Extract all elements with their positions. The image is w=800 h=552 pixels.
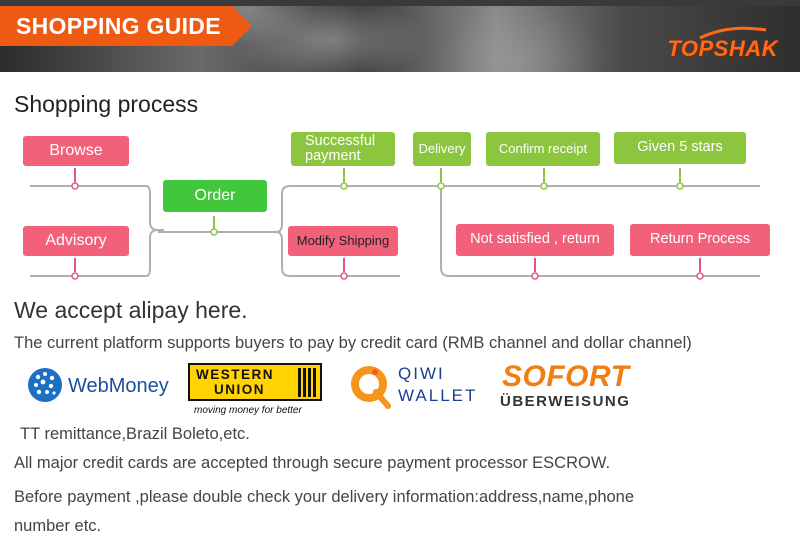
process-heading: Shopping process [14, 91, 199, 117]
before-payment-line2: number etc. [14, 517, 102, 535]
process-flow-diagram: Browse Advisory Order Successful payment… [0, 120, 800, 290]
step-advisory: Advisory [23, 226, 129, 256]
step-advisory-label: Advisory [45, 231, 107, 249]
step-successful-payment: Successful payment [291, 132, 395, 166]
western-union-box: WESTERN UNION [188, 363, 322, 401]
step-return-process: Return Process [630, 224, 770, 256]
webmoney-text: WebMoney [68, 375, 169, 397]
step-order: Order [163, 180, 267, 212]
qiwi-line1: QIWI [398, 364, 445, 383]
webmoney-globe-icon [28, 368, 62, 402]
banner-top-strip [0, 0, 800, 6]
payment-logos: WebMoney WESTERN UNION moving money for … [0, 358, 800, 420]
qiwi-icon [351, 366, 391, 409]
qiwi-line2: WALLET [398, 386, 478, 405]
step-successful-label-line1: Successful [305, 132, 376, 149]
alipay-heading: We accept alipay here. [14, 297, 248, 323]
shopping-guide-title: SHOPPING GUIDE [16, 13, 221, 39]
western-union-logo: WESTERN UNION moving money for better [188, 363, 324, 421]
header-banner: SHOPPING GUIDE TOPSHAK [0, 0, 800, 72]
qiwi-wallet-logo: QIWI WALLET [348, 362, 478, 414]
step-delivery-label: Delivery [418, 141, 466, 157]
step-stars-label: Given 5 stars [637, 139, 723, 156]
wu-line1: WESTERN [196, 367, 274, 382]
step-confirm-receipt: Confirm receipt [486, 132, 600, 166]
step-successful-label-line2: payment [305, 148, 361, 164]
platform-description: The current platform supports buyers to … [14, 334, 692, 352]
sofort-line2: ÜBERWEISUNG [500, 393, 631, 410]
step-not-satisfied: Not satisfied , return [456, 224, 614, 256]
step-not-satisfied-label: Not satisfied , return [470, 231, 600, 248]
credit-cards-text: All major credit cards are accepted thro… [14, 454, 611, 472]
step-modify-shipping: Modify Shipping [288, 226, 398, 256]
step-delivery: Delivery [413, 132, 471, 166]
step-given-5-stars: Given 5 stars [614, 132, 746, 164]
shopping-guide-tab: SHOPPING GUIDE [0, 6, 252, 46]
wu-bars-icon [298, 368, 316, 397]
webmoney-logo: WebMoney [26, 366, 172, 406]
brand-swoosh-icon [699, 26, 767, 40]
sofort-line1: SOFORT [502, 360, 630, 393]
tt-remittance-text: TT remittance,Brazil Boleto,etc. [20, 425, 250, 443]
wu-line2: UNION [214, 382, 265, 397]
step-return-label: Return Process [650, 231, 750, 248]
step-confirm-label: Confirm receipt [498, 141, 588, 157]
before-payment-line1: Before payment ,please double check your… [14, 488, 635, 506]
step-browse-label: Browse [49, 141, 103, 159]
before-payment-text: Before payment ,please double check your… [14, 483, 714, 541]
sofort-logo: SOFORT ÜBERWEISUNG [498, 360, 648, 414]
flow-lines [30, 168, 760, 280]
step-modify-label: Modify Shipping [296, 233, 390, 249]
step-browse: Browse [23, 136, 129, 166]
wu-tagline: moving money for better [194, 405, 302, 416]
brand-logo: TOPSHAK [667, 36, 778, 61]
step-order-label: Order [194, 186, 236, 204]
